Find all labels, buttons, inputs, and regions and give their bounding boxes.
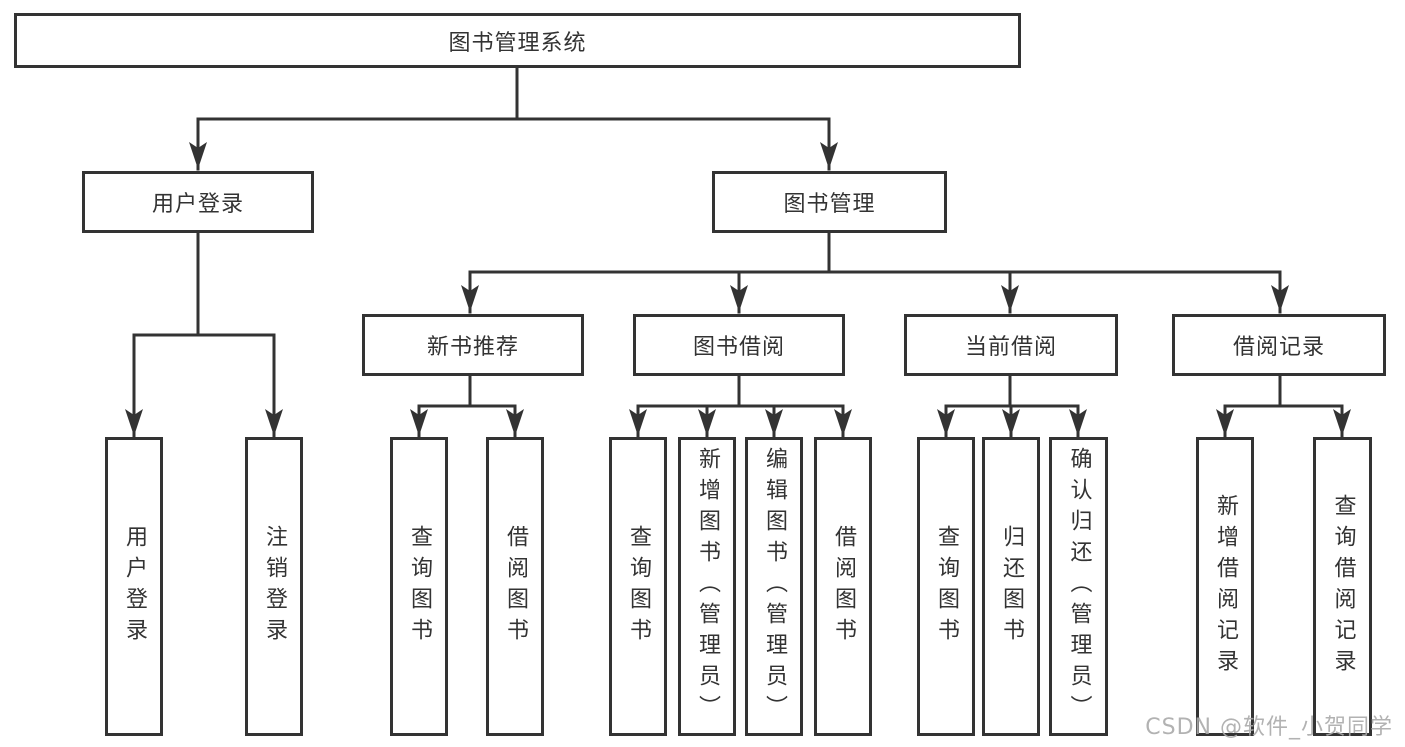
node-borrow-record: 借阅记录	[1172, 314, 1386, 376]
node-new-book-recommend-label: 新书推荐	[426, 335, 519, 360]
leaf-current-confirm-return-admin: 确认归还（管理员）	[1049, 437, 1108, 736]
leaf-user-login-label: 用户登录	[122, 524, 147, 649]
node-borrow-record-label: 借阅记录	[1232, 335, 1325, 360]
node-root-label: 图书管理系统	[448, 30, 587, 56]
leaf-record-add-borrow-record: 新增借阅记录	[1196, 437, 1254, 736]
leaf-recommend-borrow-book-label: 借阅图书	[503, 524, 528, 649]
leaf-current-confirm-return-admin-label: 确认归还（管理员）	[1066, 447, 1092, 726]
node-user-login-label: 用户登录	[151, 192, 244, 217]
leaf-current-return-book-label: 归还图书	[999, 524, 1024, 649]
leaf-recommend-query-book: 查询图书	[390, 437, 448, 736]
node-user-login: 用户登录	[82, 171, 314, 233]
node-current-borrow-label: 当前借阅	[964, 335, 1057, 360]
leaf-current-return-book: 归还图书	[982, 437, 1040, 736]
node-book-management-label: 图书管理	[783, 192, 876, 217]
node-current-borrow: 当前借阅	[904, 314, 1118, 376]
leaf-record-query-borrow-record: 查询借阅记录	[1313, 437, 1372, 736]
leaf-logout: 注销登录	[245, 437, 303, 736]
csdn-watermark: CSDN @软件_小贺同学	[1145, 715, 1393, 740]
leaf-record-query-borrow-record-label: 查询借阅记录	[1330, 493, 1356, 680]
leaf-user-login: 用户登录	[105, 437, 163, 736]
leaf-borrow-query-book: 查询图书	[609, 437, 667, 736]
leaf-borrow-borrow-book: 借阅图书	[814, 437, 872, 736]
leaf-borrow-edit-book-admin: 编辑图书（管理员）	[745, 437, 803, 736]
leaf-recommend-borrow-book: 借阅图书	[486, 437, 544, 736]
leaf-logout-label: 注销登录	[262, 524, 287, 649]
leaf-current-query-book: 查询图书	[917, 437, 975, 736]
node-book-management: 图书管理	[712, 171, 947, 233]
leaf-recommend-query-book-label: 查询图书	[407, 524, 432, 649]
leaf-borrow-add-book-admin: 新增图书（管理员）	[678, 437, 736, 736]
leaf-current-query-book-label: 查询图书	[934, 524, 959, 649]
leaf-borrow-borrow-book-label: 借阅图书	[831, 524, 856, 649]
node-book-borrow: 图书借阅	[633, 314, 845, 376]
leaf-record-add-borrow-record-label: 新增借阅记录	[1213, 493, 1238, 680]
node-book-borrow-label: 图书借阅	[692, 335, 785, 360]
leaf-borrow-edit-book-admin-label: 编辑图书（管理员）	[762, 447, 787, 726]
leaf-borrow-query-book-label: 查询图书	[626, 524, 651, 649]
leaf-borrow-add-book-admin-label: 新增图书（管理员）	[695, 447, 720, 726]
node-new-book-recommend: 新书推荐	[362, 314, 584, 376]
node-root-book-management-system: 图书管理系统	[14, 13, 1021, 68]
